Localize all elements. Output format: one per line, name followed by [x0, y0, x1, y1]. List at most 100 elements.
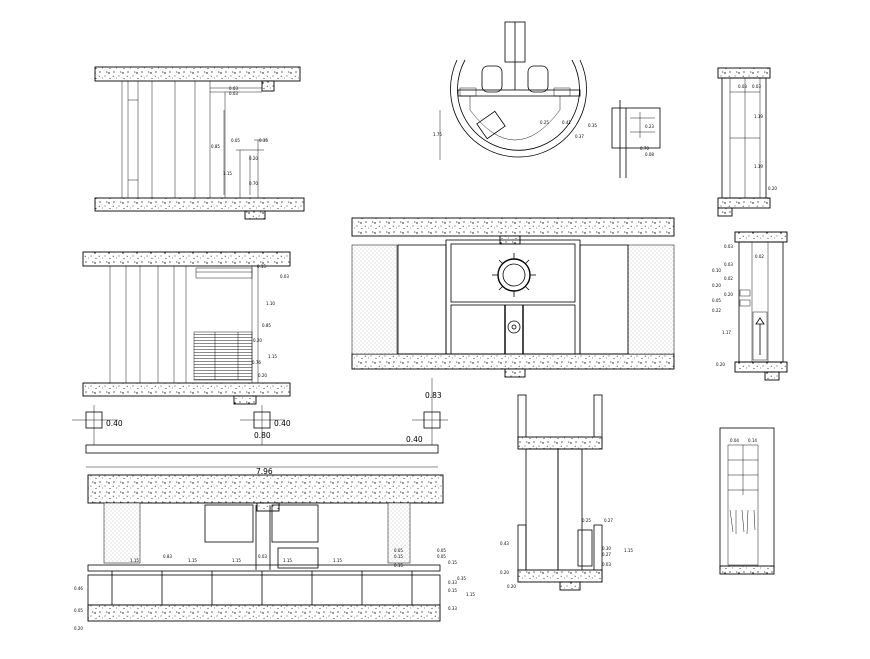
dim-label: 0.15	[448, 560, 457, 565]
side-right-2: 0.03 0.02 0.03 0.10 0.02 0.20 0.20 0.05 …	[712, 231, 788, 381]
dim-label: 0.27	[602, 552, 611, 557]
dim-label: 0.20	[716, 362, 725, 367]
dim-label: 0.35	[259, 138, 268, 143]
dim-label: 0.20	[249, 156, 258, 161]
wheel-small-icon	[507, 320, 521, 334]
dim-label: 0.15	[394, 554, 403, 559]
toilet-icon	[481, 65, 503, 93]
detail-small: 0.23 0.70 0.08	[611, 100, 661, 178]
dim-label: 0.30	[602, 546, 611, 551]
elevation-b: 0.15 0.03 1.10 0.85 0.20 1.15 0.20 0.76	[82, 251, 291, 405]
dim-label: 0.25	[582, 518, 591, 523]
dim-label: 0.03	[258, 554, 267, 559]
dim-label: 0.40	[406, 435, 423, 444]
dim-label: 0.02	[724, 276, 733, 281]
dim-label: 1.19	[754, 114, 763, 119]
dim-label: 0.05	[231, 138, 240, 143]
dim-label: 0.22	[712, 308, 721, 313]
dim-label: 0.05	[437, 548, 446, 553]
plan-strip: 0.83 0.40 0.40 0.80 0.40 7.96	[72, 378, 448, 476]
dim-label: 1.15	[283, 558, 292, 563]
dim-label: 0.20	[507, 584, 516, 589]
section-narrow: 0.25 0.27 0.43 0.30 0.27 0.03 1.15 0.20 …	[500, 394, 633, 591]
dim-label: 0.33	[448, 606, 457, 611]
dim-label: 0.03	[280, 274, 289, 279]
dim-label: 1.19	[754, 164, 763, 169]
floor-step	[244, 210, 266, 220]
dim-label: 0.15	[448, 588, 457, 593]
dim-label: 0.05	[74, 608, 83, 613]
dim-label: 0.40	[106, 419, 123, 428]
dim-label: 1.15	[333, 558, 342, 563]
dim-label: 1.15	[624, 548, 633, 553]
plan-round: 1.75 0.25 0.41 0.35 0.37	[433, 21, 597, 160]
dim-label: 0.27	[604, 518, 613, 523]
dim-label: 0.03	[724, 262, 733, 267]
dim-label: 0.83	[163, 554, 172, 559]
dim-label: 1.15	[188, 558, 197, 563]
dim-label: 0.41	[562, 120, 571, 125]
dim-label: 1.17	[722, 330, 731, 335]
dim-label: 0.23	[645, 124, 654, 129]
dim-label: 1.10	[266, 301, 275, 306]
dim-label: 0.85	[262, 323, 271, 328]
dim-label: 0.08	[645, 152, 654, 157]
dim-label: 0.03	[752, 84, 761, 89]
dim-label: 0.03	[724, 244, 733, 249]
railing-dimensions: 1.15 0.83 0.03 1.15 1.15 1.15 1.15 0.05 …	[74, 548, 475, 631]
dim-label: 0.43	[500, 541, 509, 546]
chair-icon	[476, 110, 506, 140]
dim-label: 0.05	[437, 554, 446, 559]
dim-label: 0.03	[229, 91, 238, 96]
dim-label: 0.85	[211, 144, 220, 149]
dim-label: 0.03	[602, 562, 611, 567]
dim-label: 0.76	[252, 360, 261, 365]
side-right-3: 0.04 0.14	[719, 427, 775, 575]
dim-label: 0.15	[394, 563, 403, 568]
dim-label: 0.37	[575, 134, 584, 139]
front-wheel	[351, 217, 675, 378]
dim-label: 0.20	[768, 186, 777, 191]
dim-label: 0.33	[448, 580, 457, 585]
dim-label: 0.35	[457, 576, 466, 581]
floor-slab	[94, 197, 305, 212]
dim-label: 1.15	[130, 558, 139, 563]
dim-label: 0.40	[274, 419, 291, 428]
dim-label: 0.02	[755, 254, 764, 259]
elevation-a-dimensions: 0.03 0.03 0.35 0.85 0.05 0.20 1.15 0.70	[211, 86, 268, 186]
dim-label: 0.20	[500, 570, 509, 575]
dim-label: 0.20	[253, 338, 262, 343]
dim-label: 1.15	[232, 558, 241, 563]
dim-label: 0.20	[724, 292, 733, 297]
dim-label: 0.14	[748, 438, 757, 443]
dim-label: 0.80	[254, 431, 271, 440]
dim-label: 0.46	[74, 586, 83, 591]
dim-label: 0.70	[640, 146, 649, 151]
dim-label: 1.75	[433, 132, 442, 137]
side-right-1: 0.03 0.03 1.19 1.19 0.20	[717, 67, 777, 217]
dim-label: 0.20	[258, 373, 267, 378]
dim-label: 7.96	[256, 467, 273, 476]
dim-label: 0.05	[712, 298, 721, 303]
dim-label: 0.03	[738, 84, 747, 89]
dim-label: 0.20	[74, 626, 83, 631]
dim-label: 0.20	[712, 283, 721, 288]
dim-label: 0.10	[712, 268, 721, 273]
dim-label: 0.35	[588, 123, 597, 128]
ceiling-slab	[94, 66, 301, 82]
dim-label: 0.04	[730, 438, 739, 443]
dim-label: 1.15	[466, 592, 475, 597]
elevation-a: 0.03 0.03 0.35 0.85 0.05 0.20 1.15 0.70	[94, 66, 305, 220]
dim-label: 1.15	[268, 354, 277, 359]
dim-label: 0.15	[257, 264, 266, 269]
arrow-up-icon	[755, 317, 765, 325]
dim-label: 0.05	[394, 548, 403, 553]
dim-label: 1.15	[223, 171, 232, 176]
railing-elevation: 1.15 0.83 0.03 1.15 1.15 1.15 1.15 0.05 …	[74, 474, 475, 631]
toilet-icon	[527, 65, 549, 93]
dim-label: 0.83	[425, 391, 442, 400]
dim-label: 0.25	[540, 120, 549, 125]
dim-label: 0.70	[249, 181, 258, 186]
